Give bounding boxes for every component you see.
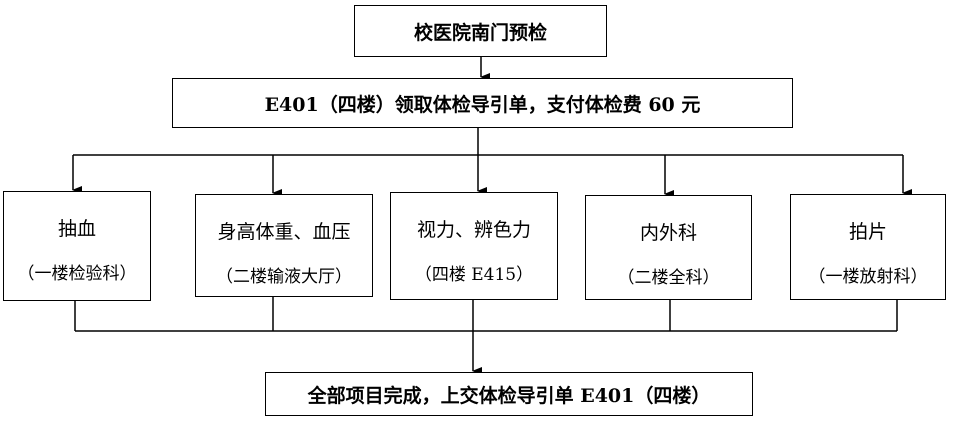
check-location: （一楼放射科） xyxy=(808,267,928,287)
check-box-xray: 拍片 （一楼放射科） xyxy=(790,194,946,300)
check-title: 抽血 xyxy=(57,218,96,240)
end-box: 全部项目完成，上交体检导引单 E401（四楼） xyxy=(265,372,753,416)
check-box-blood: 抽血 （一楼检验科） xyxy=(3,191,151,301)
start-box: 校医院南门预检 xyxy=(354,5,607,57)
check-location: （四楼 E415） xyxy=(414,265,534,285)
check-location: （二楼全科） xyxy=(617,268,720,288)
check-location: （一楼检验科） xyxy=(17,264,137,284)
check-title: 拍片 xyxy=(848,221,887,243)
check-title: 身高体重、血压 xyxy=(217,221,351,243)
start-label: 校医院南门预检 xyxy=(413,21,547,44)
registration-box: E401（四楼）领取体检导引单，支付体检费 60 元 xyxy=(172,78,793,128)
check-title: 内外科 xyxy=(639,222,697,244)
check-box-height-weight: 身高体重、血压 （二楼输液大厅） xyxy=(195,194,373,297)
check-box-internal-surgery: 内外科 （二楼全科） xyxy=(585,195,752,300)
check-title: 视力、辨色力 xyxy=(416,219,531,241)
registration-label: E401（四楼）领取体检导引单，支付体检费 60 元 xyxy=(264,93,701,116)
check-box-vision: 视力、辨色力 （四楼 E415） xyxy=(390,192,558,300)
check-location: （二楼输液大厅） xyxy=(216,267,352,287)
end-label: 全部项目完成，上交体检导引单 E401（四楼） xyxy=(307,384,711,407)
